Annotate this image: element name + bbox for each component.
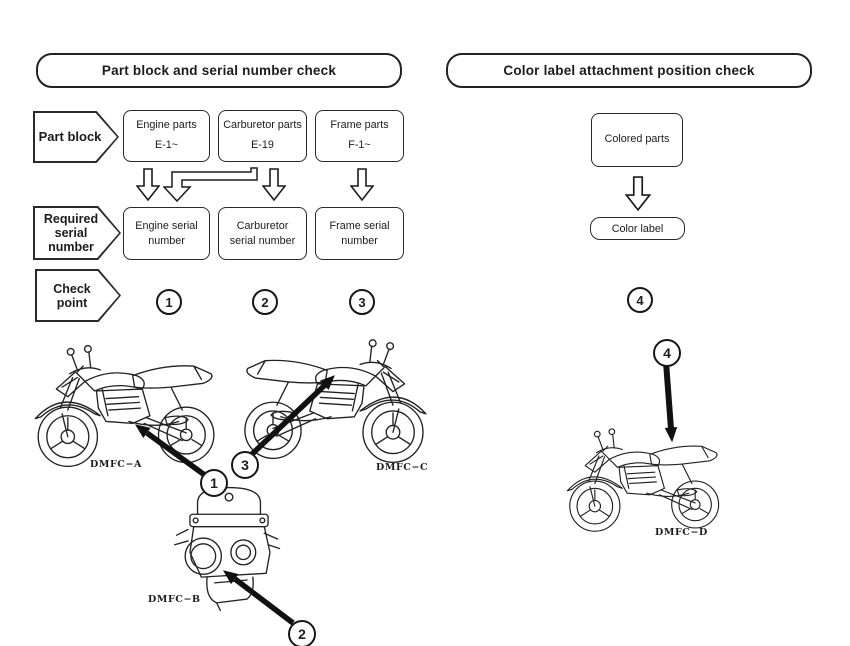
row-label-text: Part block: [38, 128, 102, 144]
check-point-4-badge: 4: [627, 287, 653, 313]
check-point-number: 3: [358, 294, 366, 310]
part-box-name: Frame parts: [330, 119, 389, 132]
check-point-1-badge: 1: [156, 289, 182, 315]
callout-badge-4: 4: [653, 339, 681, 367]
check-point-3-badge: 3: [349, 289, 375, 315]
figure-label-dmfc-c: DMFC−C: [376, 462, 429, 473]
row-label-text: Required serial number: [43, 212, 99, 254]
right-panel-title-text: Color label attachment position check: [503, 63, 755, 78]
check-point-2-badge: 2: [252, 289, 278, 315]
check-point-number: 1: [165, 294, 173, 310]
callout-number: 2: [298, 626, 306, 642]
check-point-number: 4: [636, 292, 644, 308]
color-label-text: Color label: [611, 222, 664, 235]
hollow-down-arrow-icon: [625, 176, 651, 212]
callout-badge-3: 3: [231, 451, 259, 479]
part-box-code: F-1~: [348, 139, 371, 152]
row-label-part-block: Part block: [33, 111, 119, 163]
part-box-code: E-19: [251, 139, 274, 152]
hollow-down-arrow-icon: [350, 168, 374, 202]
hollow-bent-arrow-icon: [163, 167, 258, 203]
row-label-check-point: Check point: [35, 269, 121, 322]
callout-number: 1: [210, 475, 218, 491]
left-panel-title: Part block and serial number check: [36, 53, 402, 88]
callout-number: 4: [663, 345, 671, 361]
check-point-number: 2: [261, 294, 269, 310]
figure-label-dmfc-a: DMFC−A: [90, 459, 142, 470]
right-panel-title: Color label attachment position check: [446, 53, 812, 88]
colored-parts-box: Colored parts: [591, 113, 683, 167]
callout-number: 3: [241, 457, 249, 473]
row-label-required-serial-number: Required serial number: [33, 206, 121, 260]
motorcycle-figure-dmfc-c: [244, 339, 427, 463]
serial-box-text: Carburetor serial number: [229, 220, 296, 247]
motorcycle-figure-dmfc-d: [566, 428, 720, 532]
serial-box-engine: Engine serial number: [123, 207, 210, 260]
hollow-down-arrow-icon: [136, 168, 160, 202]
figure-label-dmfc-d: DMFC−D: [655, 527, 708, 538]
part-box-engine: Engine parts E-1~: [123, 110, 210, 162]
part-box-name: Engine parts: [136, 119, 197, 132]
serial-box-text: Engine serial number: [135, 220, 198, 247]
colored-parts-text: Colored parts: [604, 133, 670, 146]
part-box-code: E-1~: [154, 139, 179, 152]
color-label-box: Color label: [590, 217, 685, 240]
callout-badge-1: 1: [200, 469, 228, 497]
part-box-name: Carburetor parts: [223, 119, 302, 132]
serial-box-text: Frame serial number: [329, 220, 390, 247]
callout-badge-2: 2: [288, 620, 316, 646]
row-label-text: Check point: [53, 281, 91, 310]
figure-label-dmfc-b: DMFC−B: [148, 594, 201, 605]
serial-box-carburetor: Carburetor serial number: [218, 207, 307, 260]
part-box-frame: Frame parts F-1~: [315, 110, 404, 162]
part-box-carburetor: Carburetor parts E-19: [218, 110, 307, 162]
left-panel-title-text: Part block and serial number check: [101, 63, 337, 78]
motorcycle-figure-dmfc-a: [34, 344, 215, 468]
hollow-down-arrow-icon: [262, 168, 286, 202]
serial-box-frame: Frame serial number: [315, 207, 404, 260]
